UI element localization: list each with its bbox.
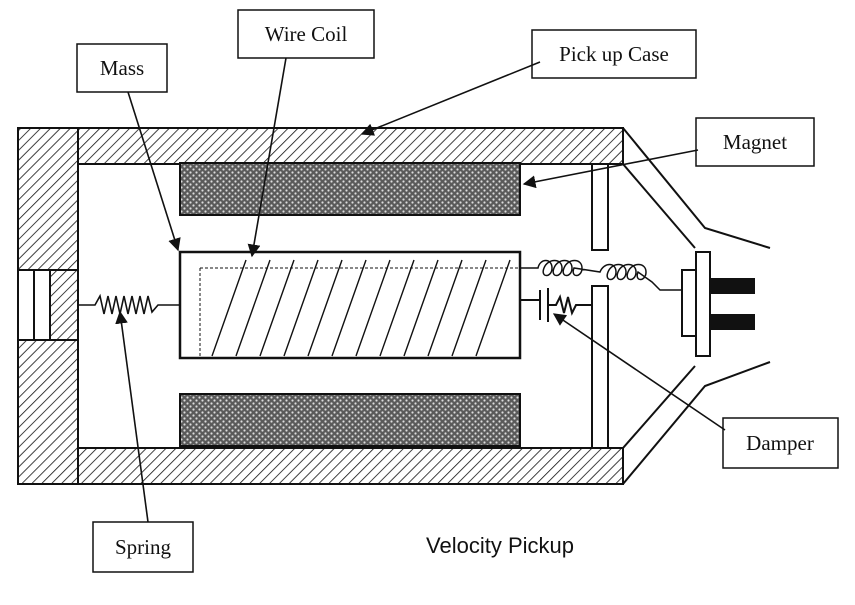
magnet-top — [179, 162, 521, 216]
arrow-magnet — [522, 149, 699, 189]
connector-pin-top — [710, 278, 755, 294]
arrow-spring — [115, 310, 149, 523]
spring-left — [78, 293, 180, 315]
damper — [520, 288, 592, 322]
wire-coil — [211, 259, 511, 357]
diagram-caption: Velocity Pickup — [426, 533, 574, 558]
case-bottom-wall — [77, 447, 624, 485]
arrow-mass — [127, 91, 181, 252]
case-top-wall — [77, 127, 624, 165]
partition-top — [591, 163, 609, 251]
arrow-damper — [552, 313, 726, 431]
label-damper: Damper — [722, 417, 839, 469]
label-wire-coil: Wire Coil — [237, 9, 375, 59]
label-pickup-case: Pick up Case — [531, 29, 697, 79]
connector-pin-bottom — [710, 314, 755, 330]
label-magnet: Magnet — [695, 117, 815, 167]
label-wire-coil-text: Wire Coil — [265, 22, 348, 46]
partition-bottom — [591, 285, 609, 449]
magnet-bottom — [179, 393, 521, 447]
connector — [681, 251, 755, 357]
arrow-wire-coil — [247, 57, 287, 258]
label-damper-text: Damper — [746, 431, 814, 455]
case-nose — [622, 127, 771, 485]
lead-wire — [520, 259, 682, 291]
label-mass-text: Mass — [100, 56, 144, 80]
label-spring: Spring — [92, 521, 194, 573]
pickup-case — [17, 127, 771, 485]
arrow-pickup-case — [360, 61, 541, 136]
label-mass: Mass — [76, 43, 168, 93]
label-spring-text: Spring — [115, 535, 172, 559]
label-magnet-text: Magnet — [723, 130, 787, 154]
label-pickup-case-text: Pick up Case — [559, 42, 669, 66]
